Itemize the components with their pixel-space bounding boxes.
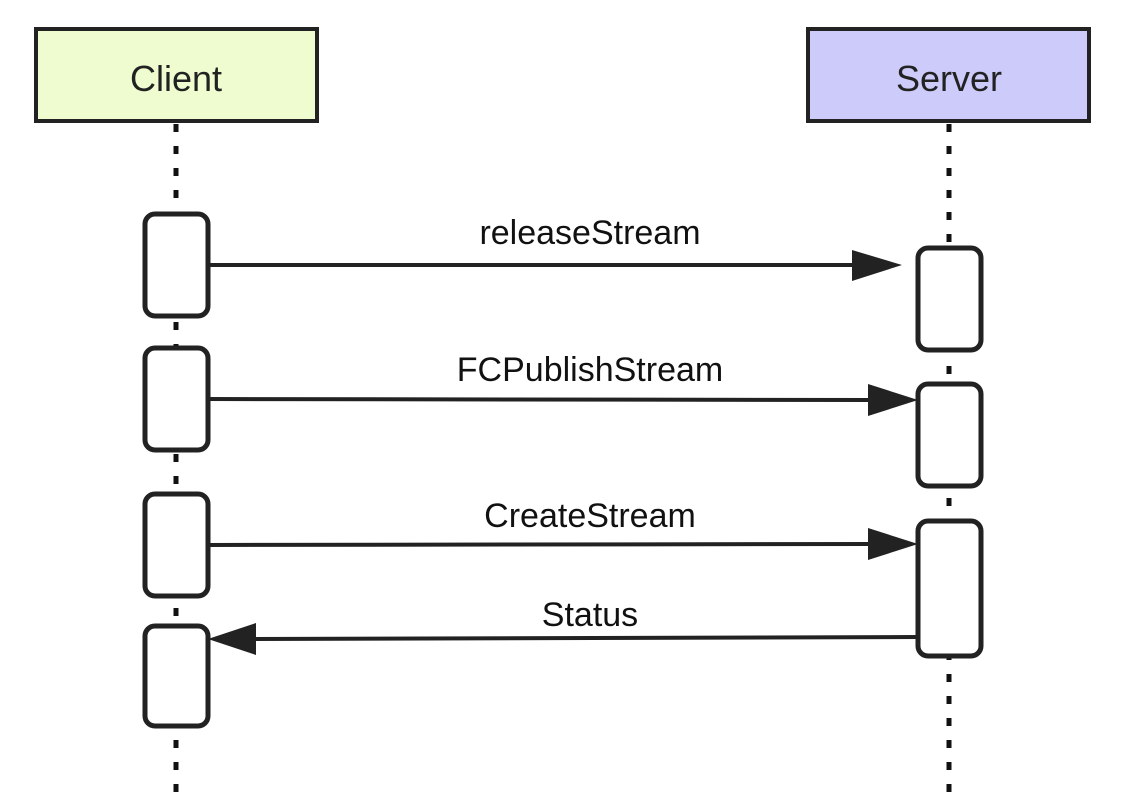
server-label: Server: [896, 58, 1002, 99]
message-label: CreateStream: [484, 497, 696, 535]
message-create-stream: CreateStream: [207, 497, 918, 560]
arrowhead-right-icon: [868, 384, 918, 416]
client-activation: [142, 623, 211, 729]
server-box: [806, 27, 1091, 123]
message-label: Status: [542, 596, 638, 634]
message-release-stream: releaseStream: [208, 214, 902, 281]
message-label: releaseStream: [479, 214, 700, 252]
server-activation: [915, 518, 984, 659]
message-arrow-line: [251, 635, 919, 641]
message-arrow-line: [207, 397, 875, 402]
client-activation: [142, 211, 211, 319]
message-label: FCPublishStream: [457, 351, 723, 389]
client-activation: [142, 491, 211, 599]
client-activation: [142, 345, 211, 453]
client-label: Client: [130, 58, 222, 99]
message-fc-publish-stream: FCPublishStream: [207, 351, 918, 416]
message-arrow-line: [207, 542, 875, 547]
arrowhead-left-icon: [208, 623, 256, 655]
arrowhead-right-icon: [868, 528, 918, 560]
server-activation: [915, 381, 984, 489]
server-activation: [915, 245, 984, 353]
client-participant: Client: [34, 27, 319, 123]
client-box: [34, 27, 319, 123]
server-participant: Server: [806, 27, 1091, 123]
arrowhead-right-icon: [852, 250, 902, 281]
message-status: Status: [208, 596, 919, 655]
